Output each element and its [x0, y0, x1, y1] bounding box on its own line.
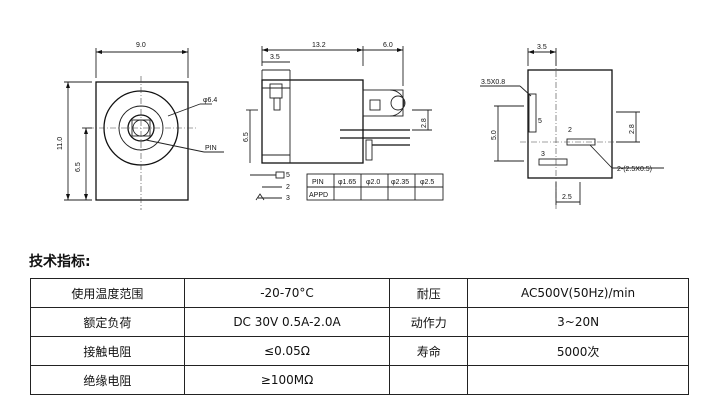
spec-value: AC500V(50Hz)/min — [467, 278, 689, 308]
table-row: 绝缘电阻 ≥100MΩ — [30, 365, 689, 395]
side-head-dim: 3.5 — [270, 54, 280, 61]
pin-table-size-2: φ2.0 — [366, 179, 380, 186]
side-length-dim: 13.2 — [312, 42, 326, 49]
spec-name: 耐压 — [389, 278, 469, 308]
front-width-dim: 9.0 — [136, 42, 146, 49]
specs-table: 使用温度范围 -20-70°C 耐压 AC500V(50Hz)/min 额定负荷… — [30, 278, 689, 395]
bottom-slot-num: 5 — [538, 118, 542, 125]
spec-name: 接触电阻 — [30, 336, 185, 366]
spec-name: 动作力 — [389, 307, 469, 337]
pin-table-size-4: φ2.5 — [420, 179, 434, 186]
spec-name: 寿命 — [389, 336, 469, 366]
pin-table-appd: APPD — [309, 192, 328, 199]
table-row: 额定负荷 DC 30V 0.5A-2.0A 动作力 3~20N — [30, 307, 689, 337]
pin-table-size-3: φ2.35 — [391, 179, 409, 186]
spec-name: 额定负荷 — [30, 307, 185, 337]
side-tail-dim: 6.0 — [383, 42, 393, 49]
side-right-dim: 2.8 — [421, 118, 428, 128]
spec-value — [467, 365, 689, 395]
spec-value: DC 30V 0.5A-2.0A — [183, 307, 391, 337]
side-pin-2: 2 — [286, 184, 290, 191]
bottom-right-dim: 2.8 — [629, 124, 636, 134]
spec-value: ≥100MΩ — [183, 365, 391, 395]
spec-value: 3~20N — [467, 307, 689, 337]
side-pin-5: 5 — [286, 172, 290, 179]
table-row: 接触电阻 ≤0.05Ω 寿命 5000次 — [30, 336, 689, 366]
spec-value: ≤0.05Ω — [183, 336, 391, 366]
pin-table-head: PIN — [312, 179, 324, 186]
bottom-left-dim: 5.0 — [491, 130, 498, 140]
table-row: 使用温度范围 -20-70°C 耐压 AC500V(50Hz)/min — [30, 278, 689, 308]
spec-name: 绝缘电阻 — [30, 365, 185, 395]
bottom-top-dim: 3.5 — [537, 44, 547, 51]
front-inner-dim: 6.5 — [75, 162, 82, 172]
bottom-slot-label: 3.5X0.8 — [481, 79, 505, 86]
front-dia-label: φ6.4 — [203, 97, 217, 104]
bottom-view: 5 2 3 3.5 3.5X0.8 5.0 2.8 2-(2.5X0.5) — [480, 44, 664, 210]
front-height-dim: 11.0 — [57, 137, 64, 150]
bottom-pin-3: 3 — [541, 151, 545, 158]
spec-name: 使用温度范围 — [30, 278, 185, 308]
spec-value: -20-70°C — [183, 278, 391, 308]
specs-title: 技术指标: — [29, 254, 91, 270]
technical-drawing: 9.0 11.0 6.5 φ6.4 PIN — [57, 42, 664, 210]
front-pin-label: PIN — [205, 145, 217, 152]
bottom-bottom-dim: 2.5 — [562, 194, 572, 201]
side-pin-3: 3 — [286, 195, 290, 202]
side-height-dim: 6.5 — [243, 132, 250, 142]
spec-name — [389, 365, 469, 395]
bottom-hole-label: 2-(2.5X0.5) — [617, 166, 652, 173]
pin-table-size-1: φ1.65 — [338, 179, 356, 186]
front-view: 9.0 11.0 6.5 φ6.4 PIN — [57, 42, 224, 210]
spec-value: 5000次 — [467, 336, 689, 366]
bottom-pin-2: 2 — [568, 127, 572, 134]
pin-table: PIN φ1.65 φ2.0 φ2.35 φ2.5 APPD — [306, 173, 444, 201]
side-view: 13.2 6.0 3.5 2.8 6.5 5 2 3 PIN φ1.65 φ2.… — [243, 42, 444, 202]
